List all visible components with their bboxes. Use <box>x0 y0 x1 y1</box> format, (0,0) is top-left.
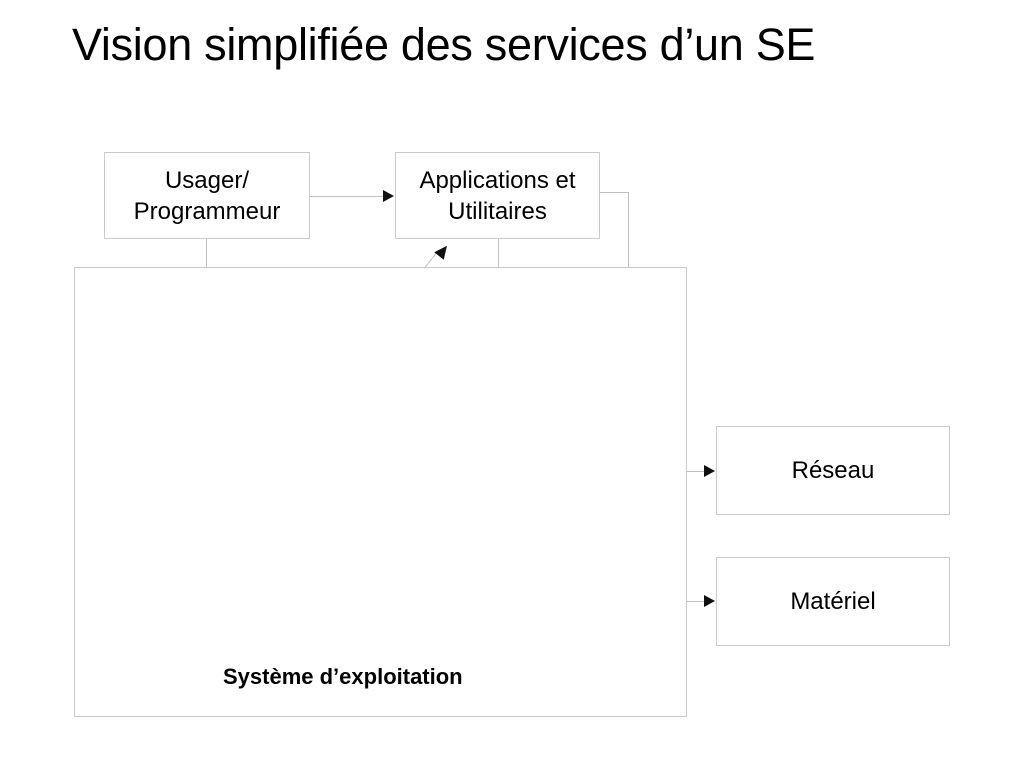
page-title: Vision simplifiée des services d’un SE <box>72 19 816 70</box>
connector-operating-system-to-materiel <box>687 601 706 602</box>
connector-applications-right-down-to-operating-system <box>628 192 629 268</box>
connector-applications-to-operating-system <box>498 239 499 268</box>
connector-applications-right-segment <box>600 192 629 193</box>
arrow-right-icon-operating-system-to-reseau <box>704 465 715 477</box>
diagram-box-reseau[interactable]: Réseau <box>716 426 950 515</box>
connector-usager-to-applications <box>310 196 384 197</box>
connector-usager-to-operating-system <box>206 239 207 268</box>
diagram-box-materiel[interactable]: Matériel <box>716 557 950 646</box>
diagram-box-operating-system[interactable]: Système d’exploitation <box>74 267 687 717</box>
diagram-box-usager[interactable]: Usager/ Programmeur <box>104 152 310 239</box>
diagram-box-applications[interactable]: Applications et Utilitaires <box>395 152 600 239</box>
diagram-box-operating-system-label: Système d’exploitation <box>223 664 463 689</box>
arrow-up-icon-operating-system-to-applications <box>434 242 452 260</box>
arrow-right-icon-usager-to-applications <box>383 190 394 202</box>
connector-operating-system-to-reseau <box>687 471 706 472</box>
arrow-right-icon-operating-system-to-materiel <box>704 595 715 607</box>
